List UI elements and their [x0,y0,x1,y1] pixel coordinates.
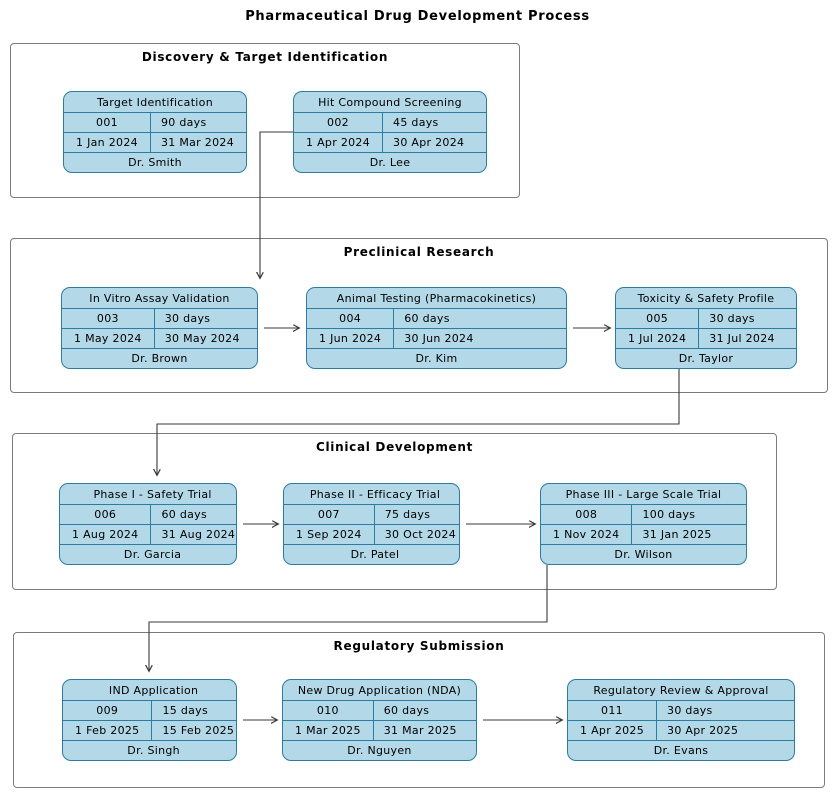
task-duration: 60 days [373,700,476,720]
task-duration: 90 days [150,112,246,132]
task-start-date: 1 Feb 2025 [63,720,153,740]
task-name: Target Identification [97,95,213,109]
task-end-date: 15 Feb 2025 [152,720,236,740]
task-duration: 30 days [699,308,796,328]
task-end-date: 31 Jul 2024 [699,328,796,348]
task-card-007: Phase II - Efficacy Trial 007 75 days 1 … [283,483,460,565]
task-name: IND Application [108,683,199,697]
task-card-006: Phase I - Safety Trial 006 60 days 1 Aug… [59,483,237,565]
task-duration: 60 days [394,308,566,328]
task-name: New Drug Application (NDA) [297,683,462,697]
task-owner: Dr. Kim [307,348,566,368]
task-card-011: Regulatory Review & Approval 011 30 days… [567,679,795,761]
group-title: Preclinical Research [343,245,495,259]
task-start-date: 1 Sep 2024 [284,524,375,544]
task-start-date: 1 Jun 2024 [307,328,395,348]
task-end-date: 30 Apr 2025 [657,720,794,740]
task-start-date: 1 Aug 2024 [60,524,152,544]
task-start-date: 1 Jan 2024 [64,132,151,152]
task-owner: Dr. Brown [62,348,257,368]
task-card-005: Toxicity & Safety Profile 005 30 days 1 … [615,287,797,369]
task-duration: 30 days [154,308,257,328]
task-owner: Dr. Evans [568,740,794,760]
task-name: Animal Testing (Pharmacokinetics) [336,291,537,305]
task-end-date: 31 Mar 2024 [150,132,246,152]
task-id: 002 [294,112,384,132]
task-end-date: 31 Aug 2024 [151,524,236,544]
task-end-date: 30 May 2024 [154,328,257,348]
task-id: 011 [568,700,658,720]
task-start-date: 1 Jul 2024 [616,328,700,348]
task-card-009: IND Application 009 15 days 1 Feb 2025 1… [62,679,237,761]
task-end-date: 31 Mar 2025 [373,720,476,740]
group-title: Discovery & Target Identification [141,50,389,64]
task-owner: Dr. Garcia [60,544,236,564]
task-name: Hit Compound Screening [318,95,462,109]
task-end-date: 31 Jan 2025 [632,524,746,544]
task-duration: 30 days [657,700,794,720]
task-owner: Dr. Patel [284,544,459,564]
task-end-date: 30 Oct 2024 [374,524,459,544]
task-owner: Dr. Singh [63,740,236,760]
task-card-008: Phase III - Large Scale Trial 008 100 da… [540,483,747,565]
task-id: 010 [283,700,374,720]
task-duration: 45 days [383,112,486,132]
task-id: 009 [63,700,153,720]
task-name: Phase II - Efficacy Trial [309,487,441,501]
task-name: Toxicity & Safety Profile [637,291,775,305]
task-owner: Dr. Nguyen [283,740,476,760]
task-owner: Dr. Smith [64,152,246,172]
task-name: Phase I - Safety Trial [93,487,212,501]
task-id: 006 [60,504,152,524]
task-card-003: In Vitro Assay Validation 003 30 days 1 … [61,287,258,369]
task-duration: 15 days [152,700,236,720]
task-name: In Vitro Assay Validation [89,291,230,305]
task-start-date: 1 Nov 2024 [541,524,633,544]
group-title: Regulatory Submission [333,639,505,653]
diagram-title: Pharmaceutical Drug Development Process [245,9,590,24]
task-id: 003 [62,308,155,328]
task-card-002: Hit Compound Screening 002 45 days 1 Apr… [293,91,487,173]
task-card-010: New Drug Application (NDA) 010 60 days 1… [282,679,477,761]
task-id: 005 [616,308,700,328]
task-id: 008 [541,504,633,524]
task-start-date: 1 May 2024 [62,328,155,348]
task-id: 007 [284,504,375,524]
task-owner: Dr. Taylor [616,348,796,368]
task-start-date: 1 Mar 2025 [283,720,374,740]
group-title: Clinical Development [315,440,474,454]
task-start-date: 1 Apr 2025 [568,720,658,740]
task-id: 001 [64,112,151,132]
task-duration: 100 days [632,504,746,524]
task-end-date: 30 Jun 2024 [394,328,566,348]
task-owner: Dr. Lee [294,152,486,172]
task-end-date: 30 Apr 2024 [383,132,486,152]
task-duration: 60 days [151,504,236,524]
task-duration: 75 days [374,504,459,524]
task-start-date: 1 Apr 2024 [294,132,384,152]
task-owner: Dr. Wilson [541,544,746,564]
task-id: 004 [307,308,395,328]
task-name: Phase III - Large Scale Trial [565,487,722,501]
task-card-004: Animal Testing (Pharmacokinetics) 004 60… [306,287,567,369]
task-card-001: Target Identification 001 90 days 1 Jan … [63,91,247,173]
task-name: Regulatory Review & Approval [593,683,769,697]
